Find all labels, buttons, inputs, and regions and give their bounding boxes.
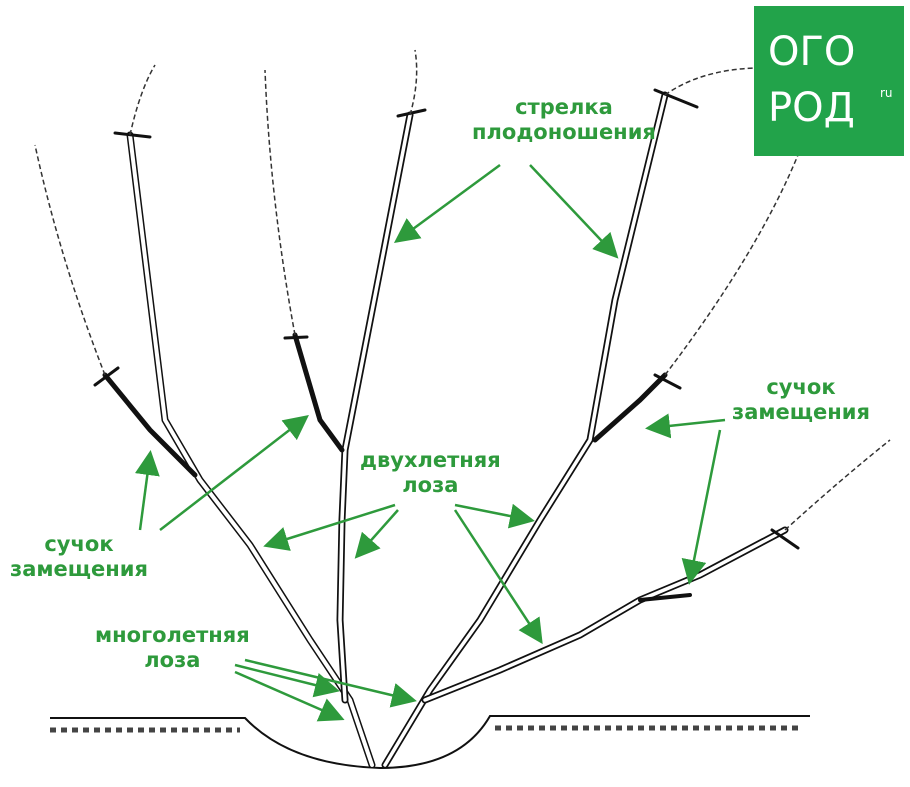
label-line: замещения xyxy=(10,557,148,581)
logo-line2: РОД xyxy=(768,85,855,131)
vine-branches xyxy=(93,88,800,769)
ground xyxy=(50,715,810,770)
label-line: двухлетняя xyxy=(360,448,501,472)
label-line: плодоношения xyxy=(472,120,656,144)
label-line: лоза xyxy=(144,648,201,672)
removed-shoots xyxy=(34,49,891,531)
logo-line1: ОГО xyxy=(768,29,856,75)
label-line: стрелка xyxy=(515,95,613,119)
ogorod-logo: ОГО РОД ru xyxy=(754,6,904,156)
label-line: замещения xyxy=(732,400,870,424)
label-line: лоза xyxy=(402,473,459,497)
logo-suffix: ru xyxy=(880,86,893,100)
label-line: сучок xyxy=(766,375,836,399)
label-line: сучок xyxy=(44,532,114,556)
pointer-arrows xyxy=(134,163,726,722)
label-line: многолетняя xyxy=(95,623,250,647)
